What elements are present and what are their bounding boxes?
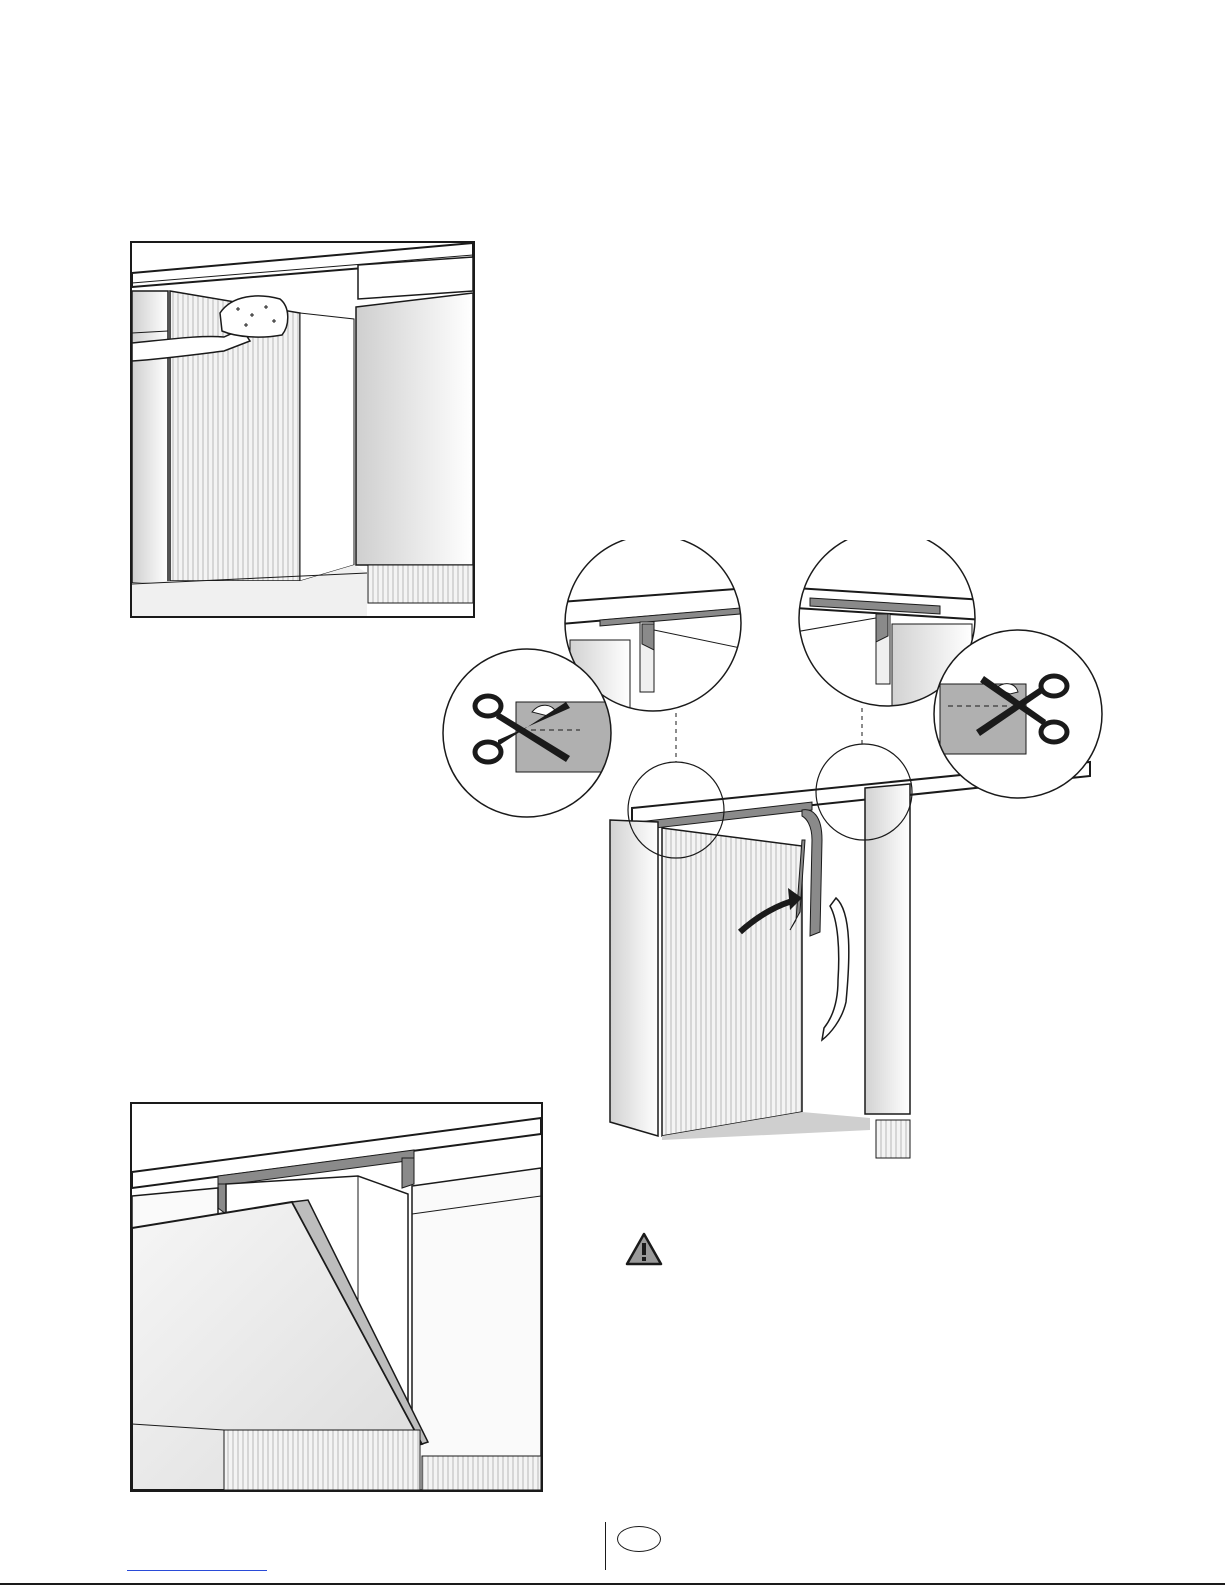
figure-door-panel xyxy=(130,1102,543,1492)
page-divider xyxy=(605,1522,606,1570)
cleaning-illustration xyxy=(132,243,473,616)
tape-illustration xyxy=(440,540,1110,1165)
figure-tape-application xyxy=(440,540,1110,1165)
figure-cleaning-surface xyxy=(130,241,475,618)
language-badge-oval xyxy=(617,1526,661,1552)
warning-triangle-icon xyxy=(625,1232,663,1266)
footer-link-underline[interactable] xyxy=(127,1570,267,1571)
door-illustration xyxy=(132,1104,541,1490)
